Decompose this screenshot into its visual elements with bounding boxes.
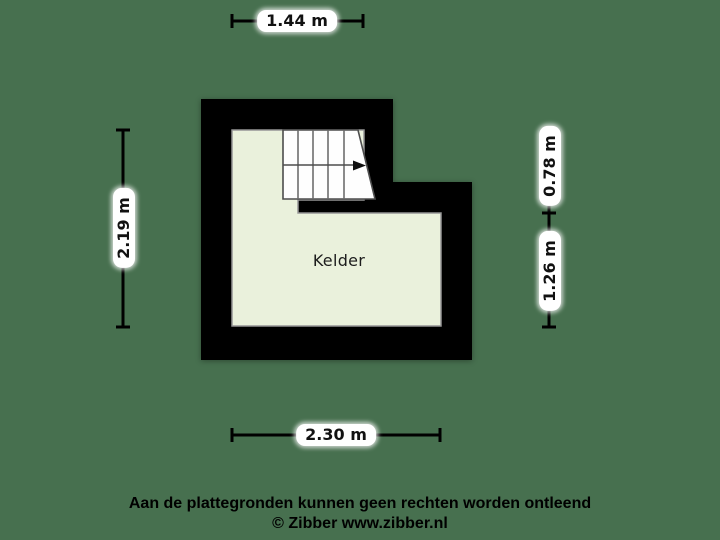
room-name-label: Kelder [312, 251, 366, 270]
stair-direction-arrow-icon [353, 160, 366, 171]
dimension-label-left: 2.19 m [113, 188, 135, 268]
dimension-label-right-bottom: 1.26 m [539, 231, 561, 311]
dimension-label-right-top: 0.78 m [539, 126, 561, 206]
staircase [282, 129, 377, 200]
copyright-text: © Zibber www.zibber.nl [272, 515, 448, 532]
dimension-label-top: 1.44 m [257, 10, 337, 32]
dimension-label-bottom: 2.30 m [296, 424, 376, 446]
disclaimer-text: Aan de plattegronden kunnen geen rechten… [128, 495, 592, 512]
